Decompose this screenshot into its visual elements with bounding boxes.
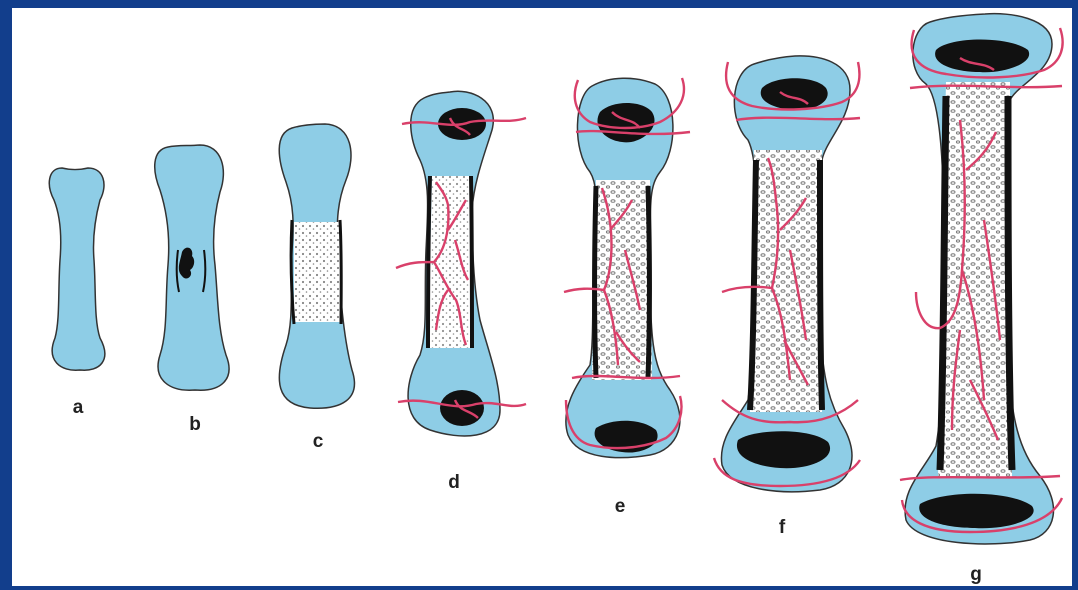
bone-label-e: e: [615, 496, 626, 517]
bone-label-b: b: [189, 414, 201, 435]
bone-stage-e: e: [564, 78, 690, 517]
bone-label-c: c: [313, 431, 324, 452]
bone-label-a: a: [73, 397, 84, 418]
bone-stage-a: a: [49, 168, 104, 418]
bone-stage-b: b: [155, 145, 229, 435]
bone-label-f: f: [779, 517, 786, 538]
bone-label-d: d: [448, 472, 460, 493]
bone-stage-g: g: [900, 14, 1063, 585]
bone-stage-c: c: [279, 124, 354, 452]
bone-label-g: g: [970, 564, 982, 585]
bone-stage-f: f: [714, 56, 860, 538]
bone-stage-d: d: [396, 91, 526, 493]
